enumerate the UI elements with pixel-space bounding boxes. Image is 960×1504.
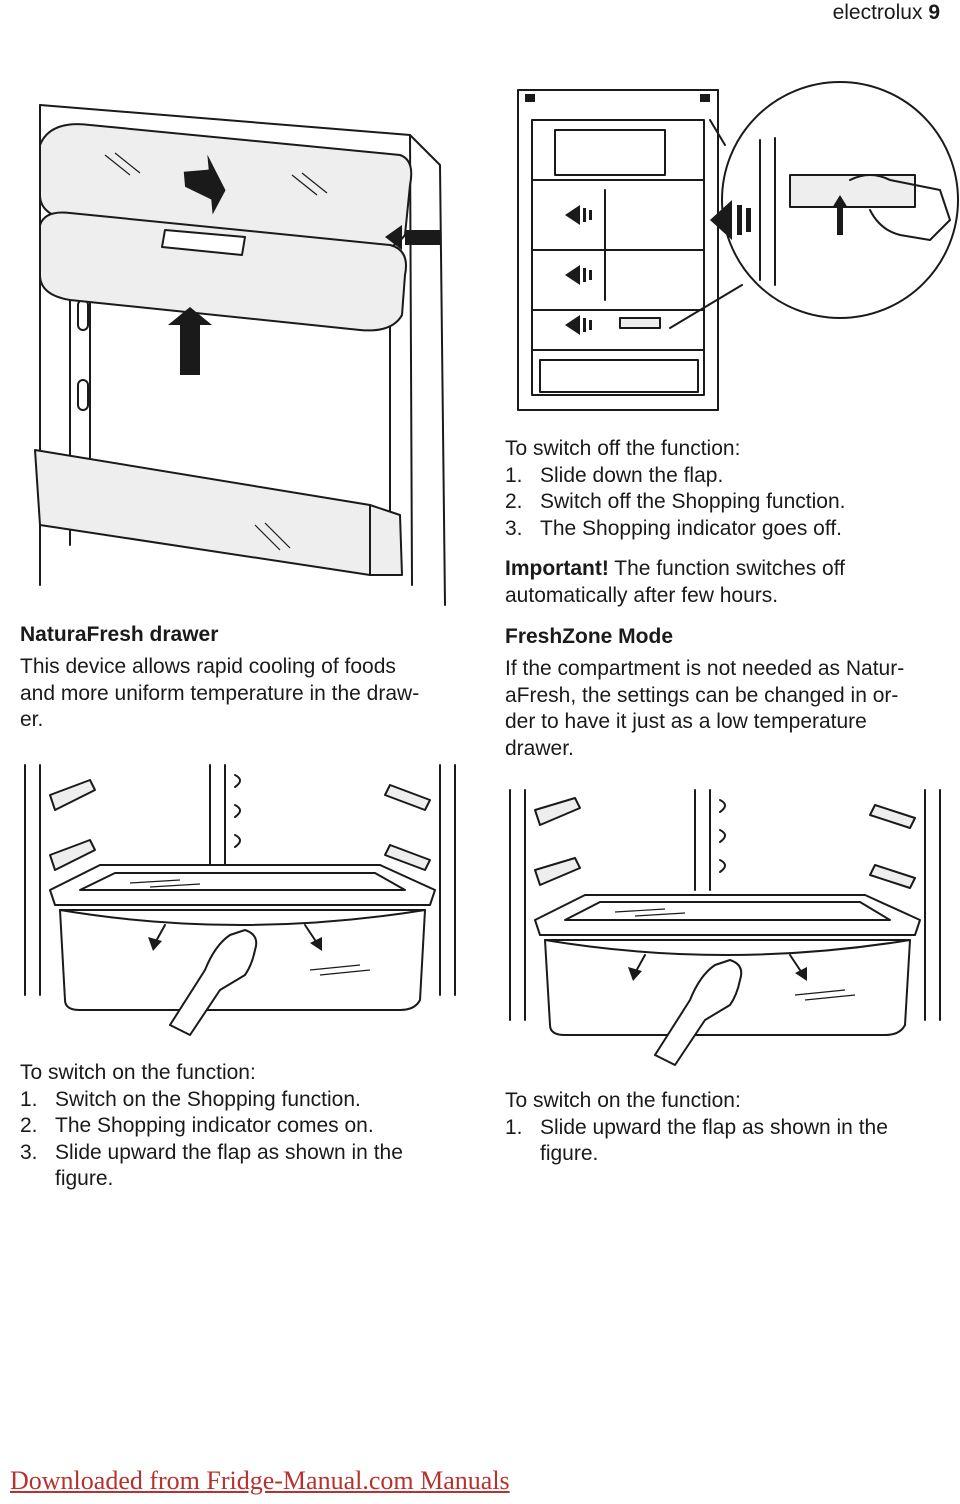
naturafresh-heading: NaturaFresh drawer [20, 623, 219, 646]
switch-off-step: 3.The Shopping indicator goes off. [505, 516, 842, 540]
switch-off-step: 2.Switch off the Shopping function. [505, 490, 846, 513]
switch-on-step: 2.The Shopping indicator comes on. [20, 1114, 374, 1137]
important-label: Important! [505, 557, 609, 580]
fridge-indicator-illustration [517, 81, 959, 411]
switch-on-right-section: To switch on the function: 1.Slide upwar… [505, 1088, 945, 1168]
naturafresh-body: This device allows rapid cooling of food… [20, 655, 420, 731]
important-note: Important! The function switches off aut… [505, 556, 945, 609]
important-text-2: automatically after few hours. [505, 583, 779, 607]
drawer-hand-illustration-right [509, 789, 941, 1066]
switch-on-right-intro: To switch on the function: [505, 1089, 741, 1112]
switch-off-section: To switch off the function: 1.Slide down… [505, 436, 945, 542]
switch-on-step: 1.Switch on the Shopping function. [20, 1087, 361, 1111]
freshzone-heading: FreshZone Mode [505, 625, 674, 648]
switch-off-step: 1.Slide down the flap. [505, 463, 724, 487]
important-text-1: The function switches off [608, 557, 846, 580]
brand-name: electrolux [832, 1, 923, 24]
switch-on-left-steps: 1.Switch on the Shopping function. 2.The… [20, 1087, 460, 1193]
drawer-cabinet-illustration [34, 104, 446, 606]
switch-off-steps: 1.Slide down the flap. 2.Switch off the … [505, 463, 945, 543]
switch-on-left-intro: To switch on the function: [20, 1061, 256, 1084]
switch-off-intro: To switch off the function: [505, 437, 741, 460]
page-header: electrolux 9 [833, 0, 940, 27]
page-number: 9 [928, 1, 940, 24]
freshzone-body: If the compartment is not needed as Natu… [505, 657, 905, 760]
switch-on-left-section: To switch on the function: 1.Switch on t… [20, 1060, 460, 1193]
drawer-hand-illustration-left [24, 764, 456, 1036]
download-source-link[interactable]: Downloaded from Fridge-Manual.com Manual… [10, 1466, 510, 1495]
